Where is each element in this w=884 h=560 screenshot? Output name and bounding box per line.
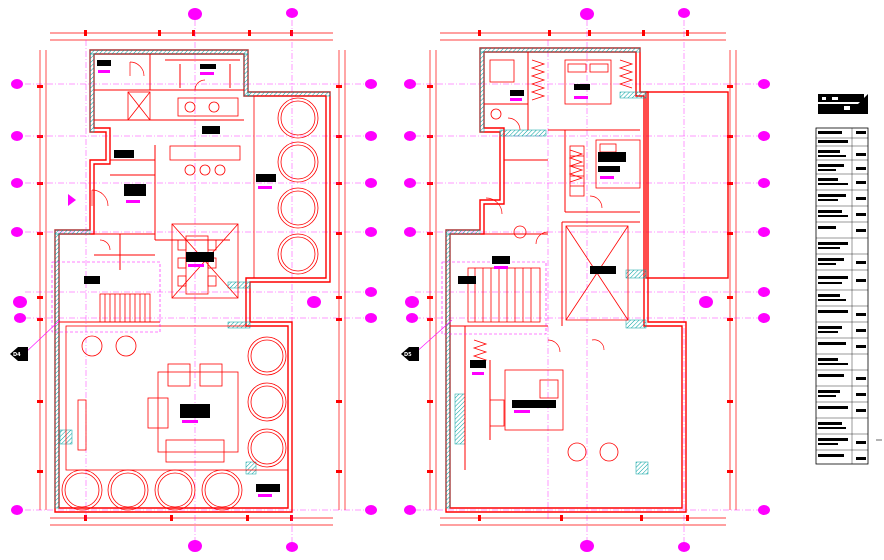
firm-logo-icon bbox=[818, 94, 868, 114]
room-tags bbox=[472, 96, 614, 413]
title-block-rows bbox=[816, 128, 868, 464]
dimension-ticks bbox=[427, 30, 733, 521]
planter-circles bbox=[61, 95, 327, 511]
kitchen-island bbox=[127, 91, 241, 176]
room-tags bbox=[98, 70, 272, 497]
section-marker-d4: D4 bbox=[10, 319, 61, 361]
dimension-lines bbox=[429, 32, 737, 526]
dimension-ticks bbox=[37, 30, 342, 521]
stair-outline bbox=[51, 261, 161, 333]
title-block bbox=[815, 94, 882, 465]
room-labels bbox=[84, 60, 280, 492]
door-swings bbox=[91, 61, 206, 251]
floor-plan-right: D5 bbox=[401, 8, 770, 552]
section-marker-label: D4 bbox=[13, 352, 21, 358]
entrance-arrow-icon bbox=[68, 194, 76, 206]
stair-outline bbox=[441, 261, 547, 335]
room-labels bbox=[458, 84, 626, 408]
grid-axis-bubbles bbox=[404, 8, 770, 552]
wall-hatch bbox=[445, 47, 649, 509]
wall-hatch bbox=[54, 49, 331, 509]
floor-plan-left: D4 bbox=[10, 8, 377, 552]
section-marker-label: D5 bbox=[404, 352, 412, 358]
living-room-furniture bbox=[65, 293, 289, 471]
door-swings bbox=[485, 117, 605, 353]
grid-axis-lines bbox=[415, 20, 760, 545]
title-block-text bbox=[818, 131, 866, 460]
section-marker-d5: D5 bbox=[401, 319, 453, 361]
grid-axis-bubbles bbox=[11, 8, 377, 552]
dimension-lines bbox=[39, 32, 346, 526]
